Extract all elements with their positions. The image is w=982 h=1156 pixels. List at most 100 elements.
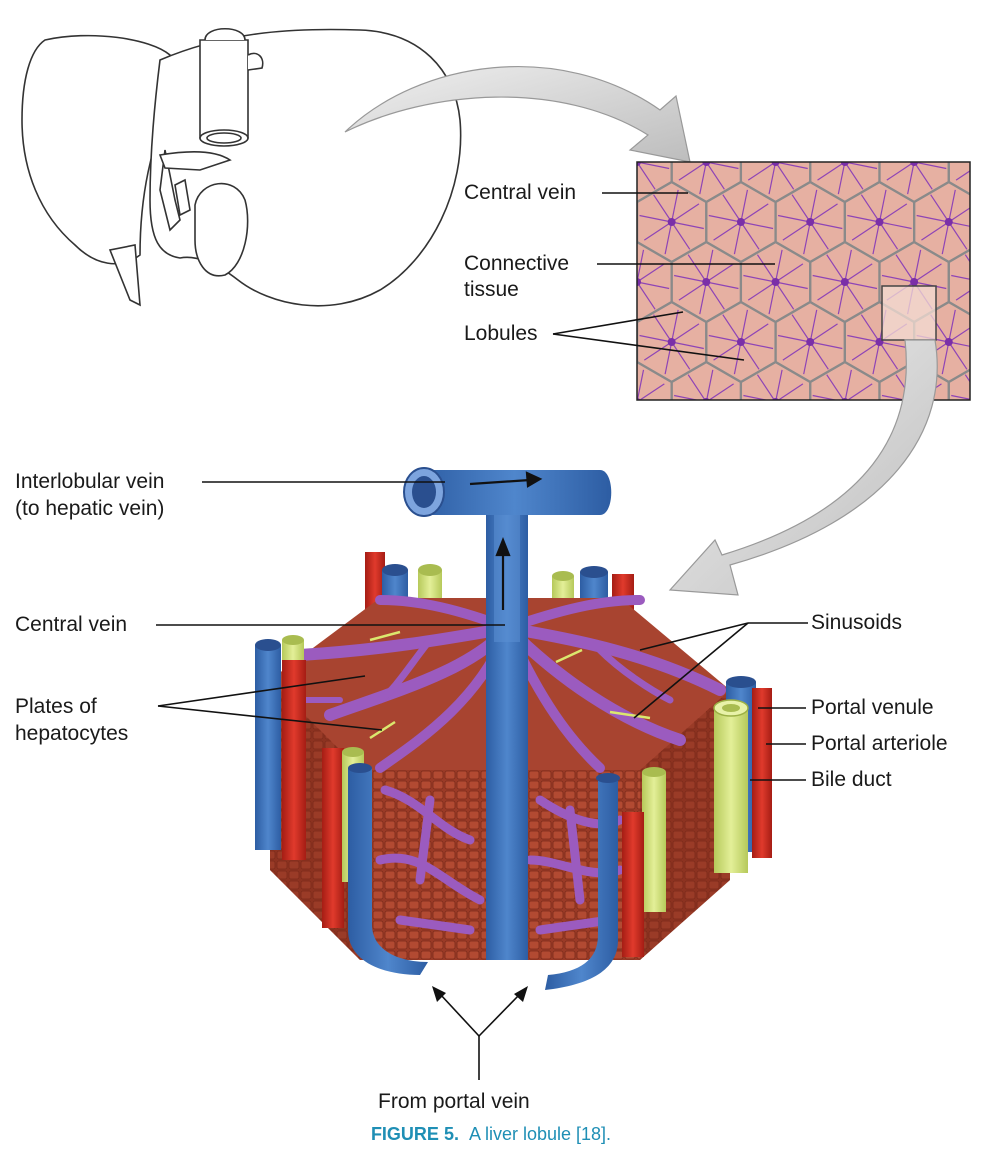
sinusoid-line [653, 194, 673, 223]
sinusoid-line [860, 194, 880, 223]
sinusoid-line [809, 309, 818, 343]
sinusoid-line [602, 430, 609, 462]
sinusoid-line [688, 495, 706, 522]
sinusoid-line [810, 444, 837, 462]
lobule-hexagon [739, 360, 812, 400]
sinusoid-line [561, 282, 568, 314]
sinusoid-line [561, 522, 568, 554]
sinusoid-line [873, 582, 880, 614]
sinusoid-line [743, 274, 776, 283]
sinusoid-line [776, 402, 808, 409]
sinusoid-line [756, 374, 775, 400]
sinusoid-line [602, 324, 629, 342]
sinusoid-line [914, 162, 947, 170]
magnify-arrow-bottom [668, 339, 938, 596]
sinusoid-line [778, 95, 810, 102]
sinusoid-line [637, 490, 644, 522]
sinusoid-line [654, 555, 672, 582]
sinusoid-line [852, 582, 879, 600]
sinusoid-line [672, 444, 699, 462]
sinusoid-line [861, 555, 879, 582]
sinusoid-line [886, 162, 915, 181]
sinusoid-line [879, 70, 886, 102]
sinusoid-line [914, 162, 915, 163]
sinusoid-line [741, 444, 768, 462]
sinusoid-line [672, 462, 690, 489]
sinusoid-line [917, 575, 949, 582]
sinusoid-line [706, 504, 733, 522]
central-vein-dot [598, 218, 606, 226]
sinusoid-line [917, 455, 949, 462]
sinusoid-line [568, 522, 586, 549]
sinusoid-line [851, 221, 880, 241]
sinusoid-line [708, 214, 742, 223]
sinusoid-line [741, 582, 759, 609]
sinusoid-line [568, 282, 586, 309]
sinusoid-line [740, 221, 774, 230]
sinusoid-line [847, 334, 880, 343]
label-plates-2: hepatocytes [15, 722, 129, 745]
central-vein-dot [875, 218, 884, 226]
sinusoid-line [837, 162, 846, 195]
label-portal-venule: Portal venule [811, 696, 934, 719]
sinusoid-line [610, 522, 637, 540]
sinusoid-line [911, 162, 915, 163]
sinusoid-line [777, 214, 811, 223]
sinusoid-line [575, 222, 602, 240]
lobules-panel [540, 62, 982, 614]
sinusoid-line [776, 402, 794, 429]
sinusoid-line [931, 435, 949, 462]
sinusoid-line [949, 462, 967, 489]
sinusoid-line [921, 221, 950, 241]
sinusoid-line [619, 495, 637, 522]
central-vein-dot [945, 458, 953, 466]
sinusoid-line [568, 370, 575, 402]
sinusoid-line [671, 203, 700, 223]
sinusoid-line [841, 162, 845, 163]
lobule-hexagon [809, 360, 881, 400]
sinusoid-line [775, 369, 783, 400]
central-vein-dot [736, 338, 745, 346]
sinusoid-line [956, 522, 982, 540]
lobule-hexagon [845, 62, 914, 142]
label-connective-tissue-1: Connective [464, 252, 570, 275]
lobule-hexagon [637, 200, 639, 244]
sinusoid-line [803, 221, 811, 255]
sinusoid-line [637, 281, 656, 310]
lobule-hexagon [776, 422, 845, 502]
sinusoid-line [602, 462, 634, 469]
sinusoid-line [861, 75, 879, 102]
central-vein-dot [564, 278, 572, 286]
central-vein-dot [737, 578, 745, 586]
sinusoid-line [844, 263, 873, 283]
sinusoid-line [846, 383, 873, 400]
sinusoid-line [977, 162, 982, 194]
sinusoid-line [741, 564, 768, 582]
sinusoid-line [812, 394, 838, 400]
sinusoid-line [772, 162, 776, 163]
sinusoid-line [550, 375, 568, 402]
sinusoid-line [847, 95, 879, 102]
sinusoid-line [872, 341, 881, 375]
sinusoid-line [540, 282, 567, 300]
sinusoid-line [602, 222, 634, 229]
sinusoid-line [838, 522, 845, 554]
sinusoid-line [845, 522, 877, 529]
sinusoid-line [881, 274, 915, 283]
sinusoid-line [602, 342, 620, 369]
sinusoid-line [949, 102, 967, 129]
sinusoid-line [775, 162, 795, 190]
central-vein-dot [910, 278, 919, 286]
label-interlobular-vein-1: Interlobular vein [15, 470, 165, 493]
sinusoid-line [914, 522, 932, 549]
sinusoid-line [783, 462, 810, 480]
sinusoid-line [949, 444, 976, 462]
sinusoid-line [907, 162, 915, 195]
sinusoid-line [757, 495, 775, 522]
sinusoid-line [878, 341, 899, 370]
sinusoid-line [679, 522, 706, 540]
sinusoid-line [568, 402, 586, 429]
sinusoid-line [568, 130, 575, 162]
central-vein-dot [598, 338, 606, 346]
lobule-block [255, 467, 772, 990]
